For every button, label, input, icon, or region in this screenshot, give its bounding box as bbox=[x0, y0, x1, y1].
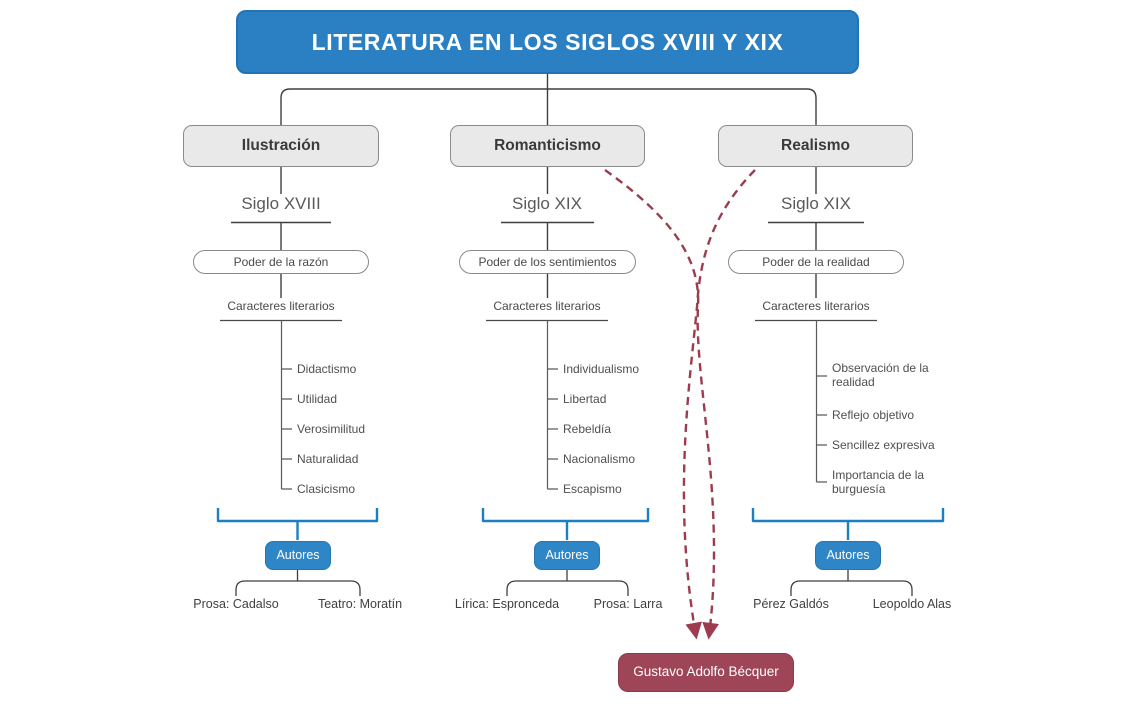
category-box-realismo: Realismo bbox=[718, 125, 913, 167]
authors-split-bracket bbox=[790, 580, 913, 596]
trait-item: Individualismo bbox=[563, 362, 640, 376]
autores-box-ilustracion: Autores bbox=[265, 541, 331, 570]
authors-split-bracket bbox=[235, 580, 361, 596]
root-branch-rail bbox=[280, 88, 817, 125]
becquer-box: Gustavo Adolfo Bécquer bbox=[618, 653, 794, 692]
dashed-arrow-romanticismo-to-becquer bbox=[604, 169, 719, 640]
author-item: Prosa: Cadalso bbox=[193, 597, 279, 611]
authors-split-bracket bbox=[506, 580, 629, 596]
category-box-ilustracion: Ilustración bbox=[183, 125, 379, 167]
trait-item: Escapismo bbox=[563, 482, 622, 496]
category-label: Romanticismo bbox=[494, 137, 601, 154]
autores-box-realismo: Autores bbox=[815, 541, 881, 570]
trait-item: Observación de la realidad bbox=[832, 361, 929, 389]
power-pill-realismo: Poder de la realidad bbox=[728, 250, 904, 274]
autores-label: Autores bbox=[545, 548, 589, 562]
category-box-romanticismo: Romanticismo bbox=[450, 125, 645, 167]
power-pill-romanticismo: Poder de los sentimientos bbox=[459, 250, 636, 274]
trait-item: Utilidad bbox=[297, 392, 338, 406]
trait-item: Verosimilitud bbox=[297, 422, 366, 436]
trait-item: Clasicismo bbox=[297, 482, 356, 496]
trait-item: Naturalidad bbox=[297, 452, 359, 466]
author-item: Leopoldo Alas bbox=[872, 597, 952, 611]
trait-item: Sencillez expresiva bbox=[832, 438, 935, 452]
trait-item: Nacionalismo bbox=[563, 452, 636, 466]
trait-item: Rebeldía bbox=[563, 422, 612, 436]
trait-item: Libertad bbox=[563, 392, 607, 406]
traits-spine bbox=[546, 320, 558, 490]
traits-spine bbox=[280, 320, 292, 490]
dashed-arrow-realismo-to-becquer bbox=[682, 169, 756, 640]
traits-heading: Caracteres literarios bbox=[493, 299, 601, 313]
blue-bracket bbox=[751, 508, 945, 523]
blue-bracket bbox=[481, 508, 650, 523]
author-item: Pérez Galdós bbox=[753, 597, 829, 611]
trait-item: Didactismo bbox=[297, 362, 357, 376]
century-label: Siglo XIX bbox=[512, 194, 582, 213]
power-label: Poder de la razón bbox=[233, 255, 329, 269]
autores-label: Autores bbox=[826, 548, 870, 562]
author-item: Lírica: Espronceda bbox=[454, 597, 560, 611]
special-author-label: Gustavo Adolfo Bécquer bbox=[633, 664, 779, 679]
author-item: Prosa: Larra bbox=[593, 597, 663, 611]
author-item: Teatro: Moratín bbox=[317, 597, 403, 611]
century-label: Siglo XIX bbox=[781, 194, 851, 213]
power-label: Poder de la realidad bbox=[762, 255, 870, 269]
category-label: Realismo bbox=[781, 137, 850, 154]
blue-bracket bbox=[216, 508, 379, 523]
category-label: Ilustración bbox=[241, 137, 321, 154]
trait-item: Importancia de la burguesía bbox=[832, 468, 925, 496]
century-label: Siglo XVIII bbox=[241, 194, 321, 213]
autores-box-romanticismo: Autores bbox=[534, 541, 600, 570]
trait-item: Reflejo objetivo bbox=[832, 408, 915, 422]
power-pill-ilustracion: Poder de la razón bbox=[193, 250, 369, 274]
traits-heading: Caracteres literarios bbox=[762, 299, 870, 313]
page-title: LITERATURA EN LOS SIGLOS XVIII Y XIX bbox=[311, 29, 784, 55]
power-label: Poder de los sentimientos bbox=[478, 255, 617, 269]
traits-heading: Caracteres literarios bbox=[227, 299, 335, 313]
title-box: LITERATURA EN LOS SIGLOS XVIII Y XIX bbox=[236, 10, 859, 74]
autores-label: Autores bbox=[276, 548, 320, 562]
traits-spine bbox=[815, 320, 827, 483]
